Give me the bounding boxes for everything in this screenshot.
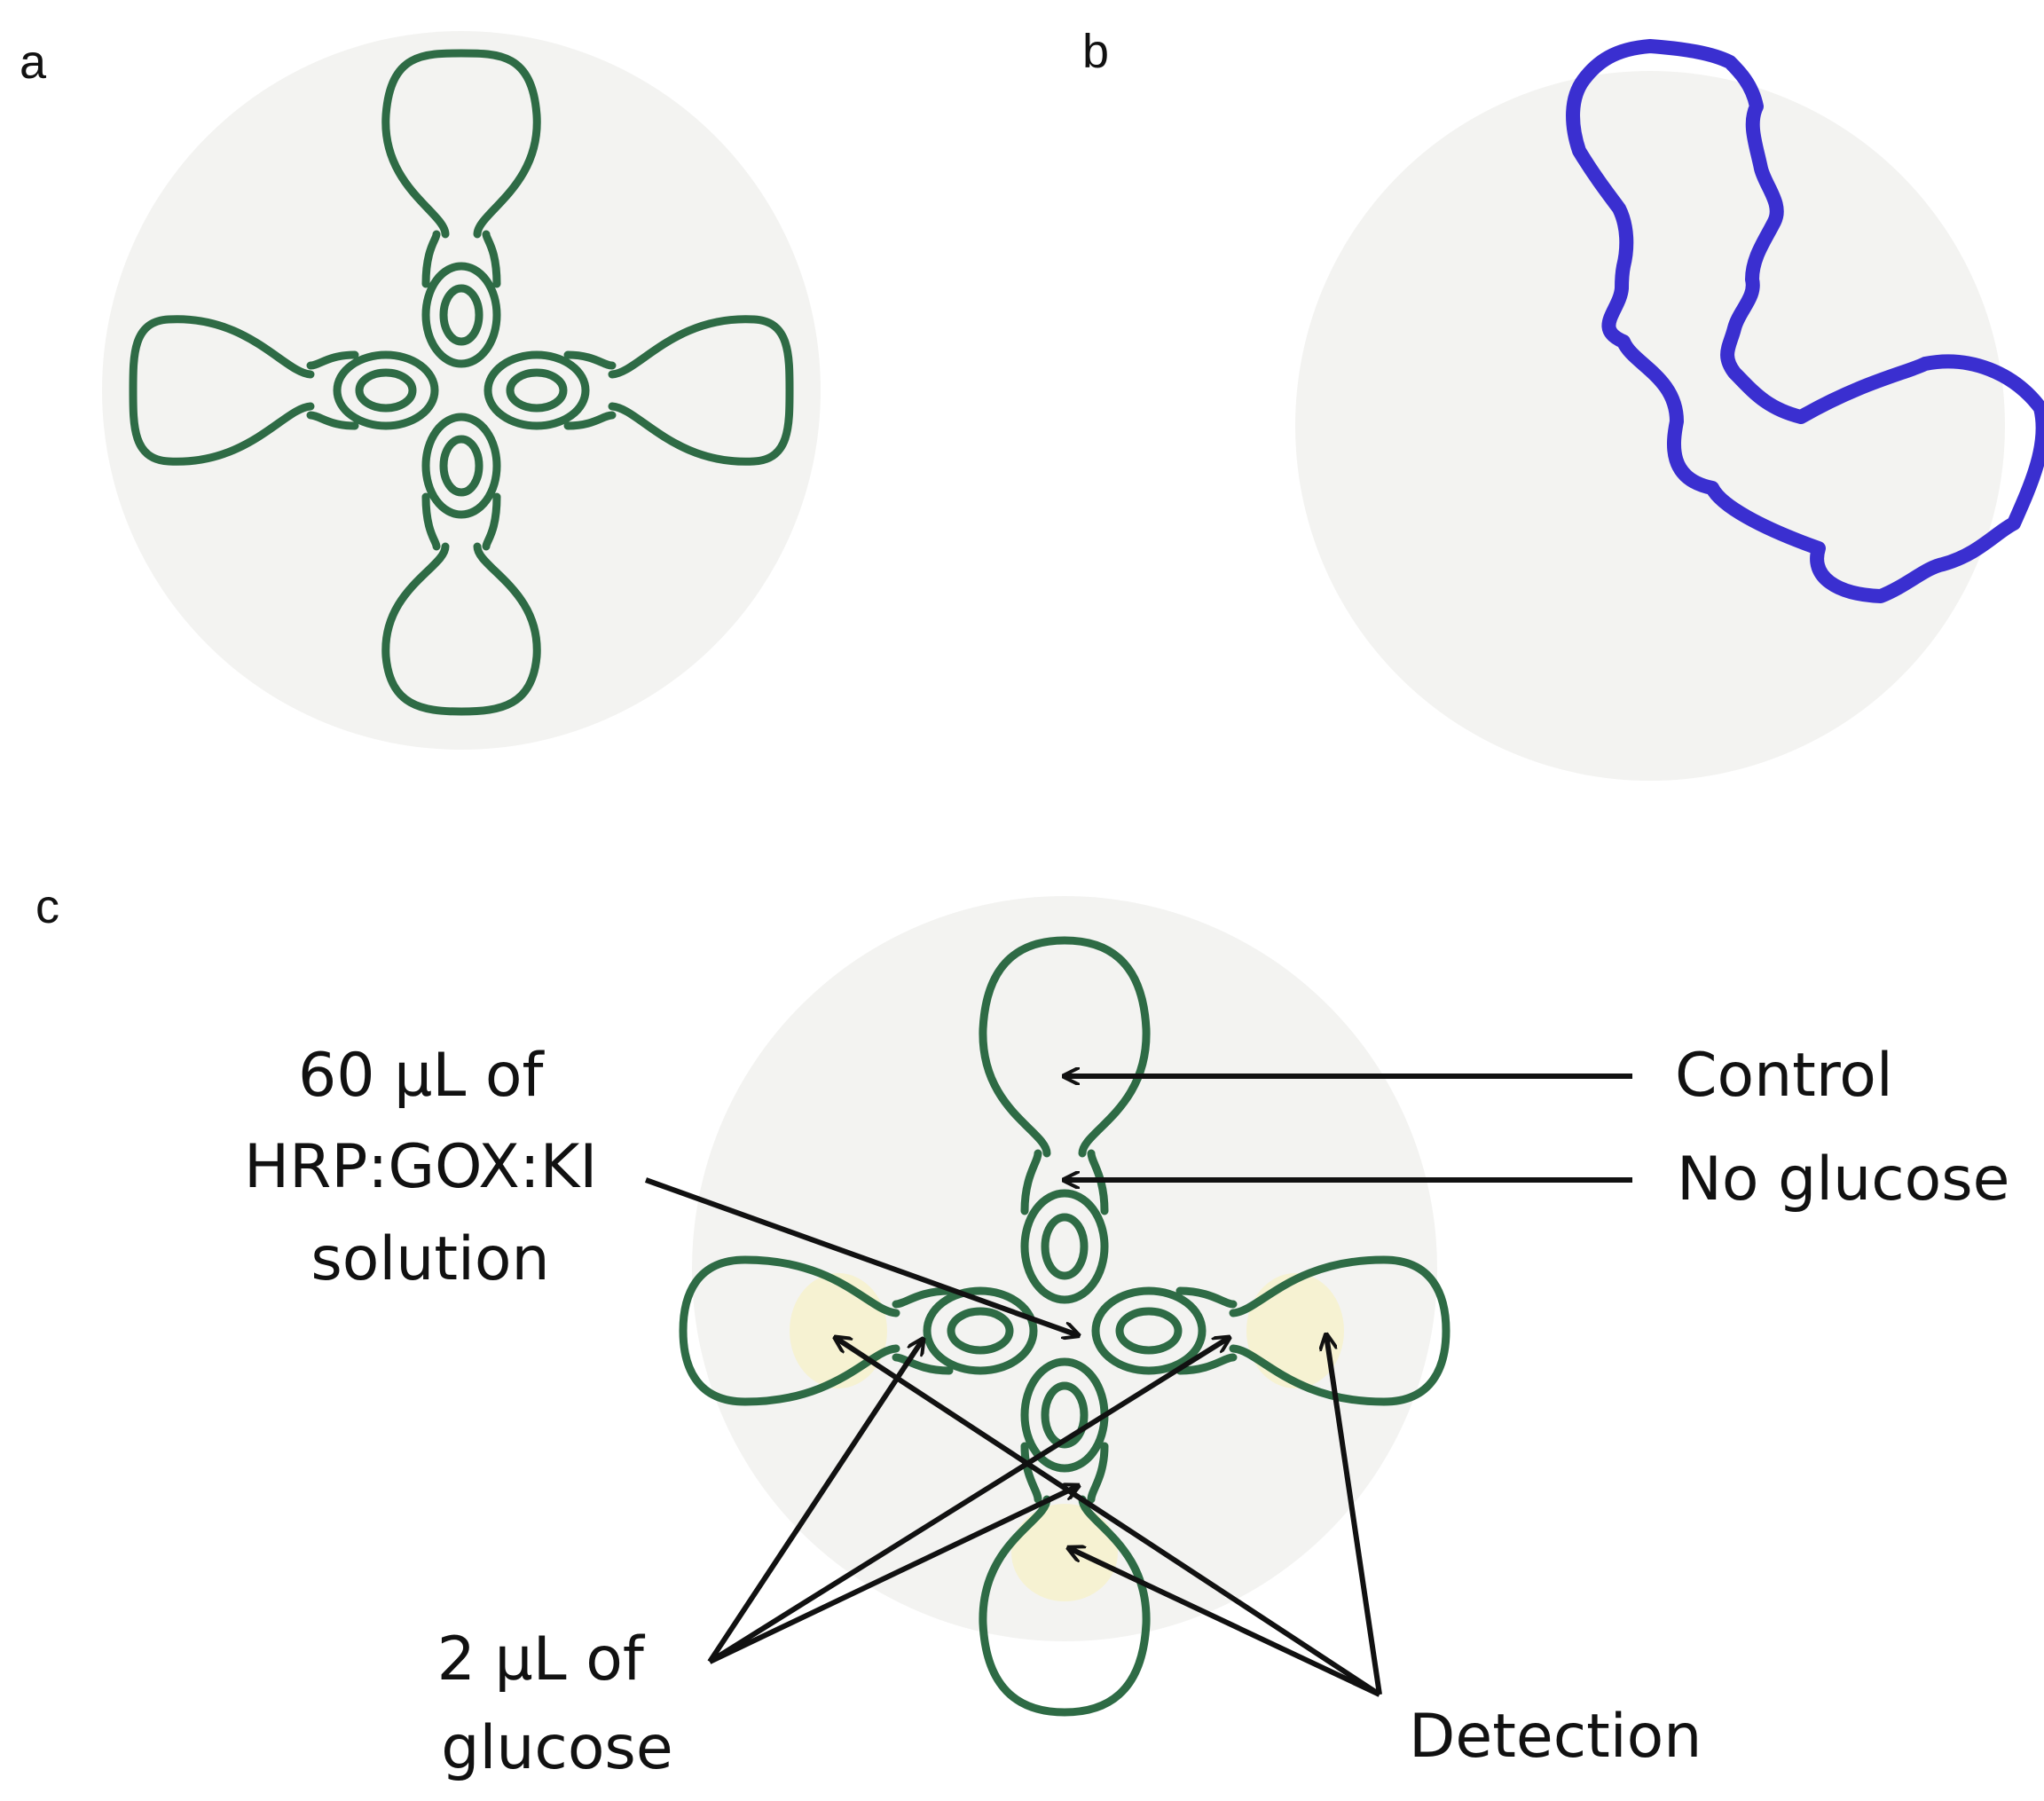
valve-inner-bottom-c (1041, 1381, 1089, 1449)
valve-inner-bottom-a (439, 435, 483, 497)
label-solution-line-2: HRP:GOX:KI (244, 1132, 597, 1202)
channel-top-a (421, 230, 501, 288)
channel-right-c (1175, 1286, 1238, 1375)
reservoir-top-a (381, 49, 541, 239)
label-detection: Detection (1409, 1702, 1702, 1772)
arrow-glucose-bottom (708, 1486, 1078, 1664)
device-a (129, 49, 794, 716)
valve-outer-right-c (1091, 1286, 1207, 1375)
arrow-detection-left (836, 1338, 1381, 1697)
channel-right-a (563, 350, 617, 430)
valve-outer-top-a (421, 262, 501, 368)
valve-inner-right-a (506, 368, 568, 413)
arrow-detection-right (1326, 1335, 1382, 1695)
label-solution-line-1: 60 µL of (298, 1041, 546, 1111)
valve-inner-left-c (947, 1307, 1014, 1355)
sample-stain-bottom (1011, 1504, 1118, 1601)
valve-inner-left-a (355, 368, 417, 413)
label-no-glucose: No glucose (1677, 1144, 2010, 1215)
reservoir-top-c (979, 936, 1151, 1158)
sample-stain-left (790, 1273, 887, 1388)
reservoir-right-c (1229, 1255, 1450, 1406)
label-glucose: 2 µL of glucose (437, 1624, 673, 1783)
panel-a: a (20, 31, 821, 750)
channel-left-a (306, 350, 359, 430)
label-control: Control (1675, 1041, 1893, 1111)
valve-inner-right-c (1115, 1307, 1183, 1355)
annotation-arrows (644, 1076, 1632, 1697)
label-glucose-line-2: glucose (441, 1713, 672, 1783)
valve-inner-top-a (439, 284, 483, 346)
device-b (1566, 39, 2044, 603)
paper-disc-c (692, 896, 1437, 1641)
label-solution-line-3: solution (311, 1224, 549, 1294)
reservoir-left-c (679, 1255, 900, 1406)
arrow-detection-bottom (1069, 1548, 1381, 1697)
label-glucose-line-1: 2 µL of (437, 1624, 646, 1695)
channel-top-c (1020, 1149, 1109, 1215)
channel-bottom-c (1020, 1442, 1109, 1504)
valve-outer-bottom-a (421, 413, 501, 519)
paper-disc-a (102, 31, 821, 750)
label-solution: 60 µL of HRP:GOX:KI solution (244, 1041, 617, 1294)
arrow-solution (644, 1177, 1078, 1335)
valve-outer-left-c (923, 1286, 1038, 1375)
reservoir-right-a (608, 315, 794, 466)
reservoir-bottom-c (979, 1495, 1151, 1717)
valve-inner-top-c (1041, 1213, 1089, 1280)
panel-c: c (35, 880, 2010, 1783)
valve-outer-top-c (1020, 1189, 1109, 1304)
device-c (679, 936, 1450, 1717)
reservoir-left-a (129, 315, 315, 466)
valve-outer-left-a (333, 350, 439, 430)
panel-a-label: a (20, 35, 47, 89)
sample-stain-right (1246, 1273, 1344, 1388)
arrow-glucose-right (708, 1338, 1229, 1664)
channel-bottom-a (421, 492, 501, 551)
channel-left-c (892, 1286, 954, 1375)
reservoir-bottom-a (381, 542, 541, 716)
paper-disc-b (1295, 71, 2005, 781)
panel-b: b (1082, 25, 2044, 781)
arrow-glucose-left-outer (707, 1340, 923, 1663)
panel-c-label: c (35, 880, 59, 933)
valve-outer-right-a (483, 350, 590, 430)
panel-b-label: b (1082, 25, 1109, 78)
